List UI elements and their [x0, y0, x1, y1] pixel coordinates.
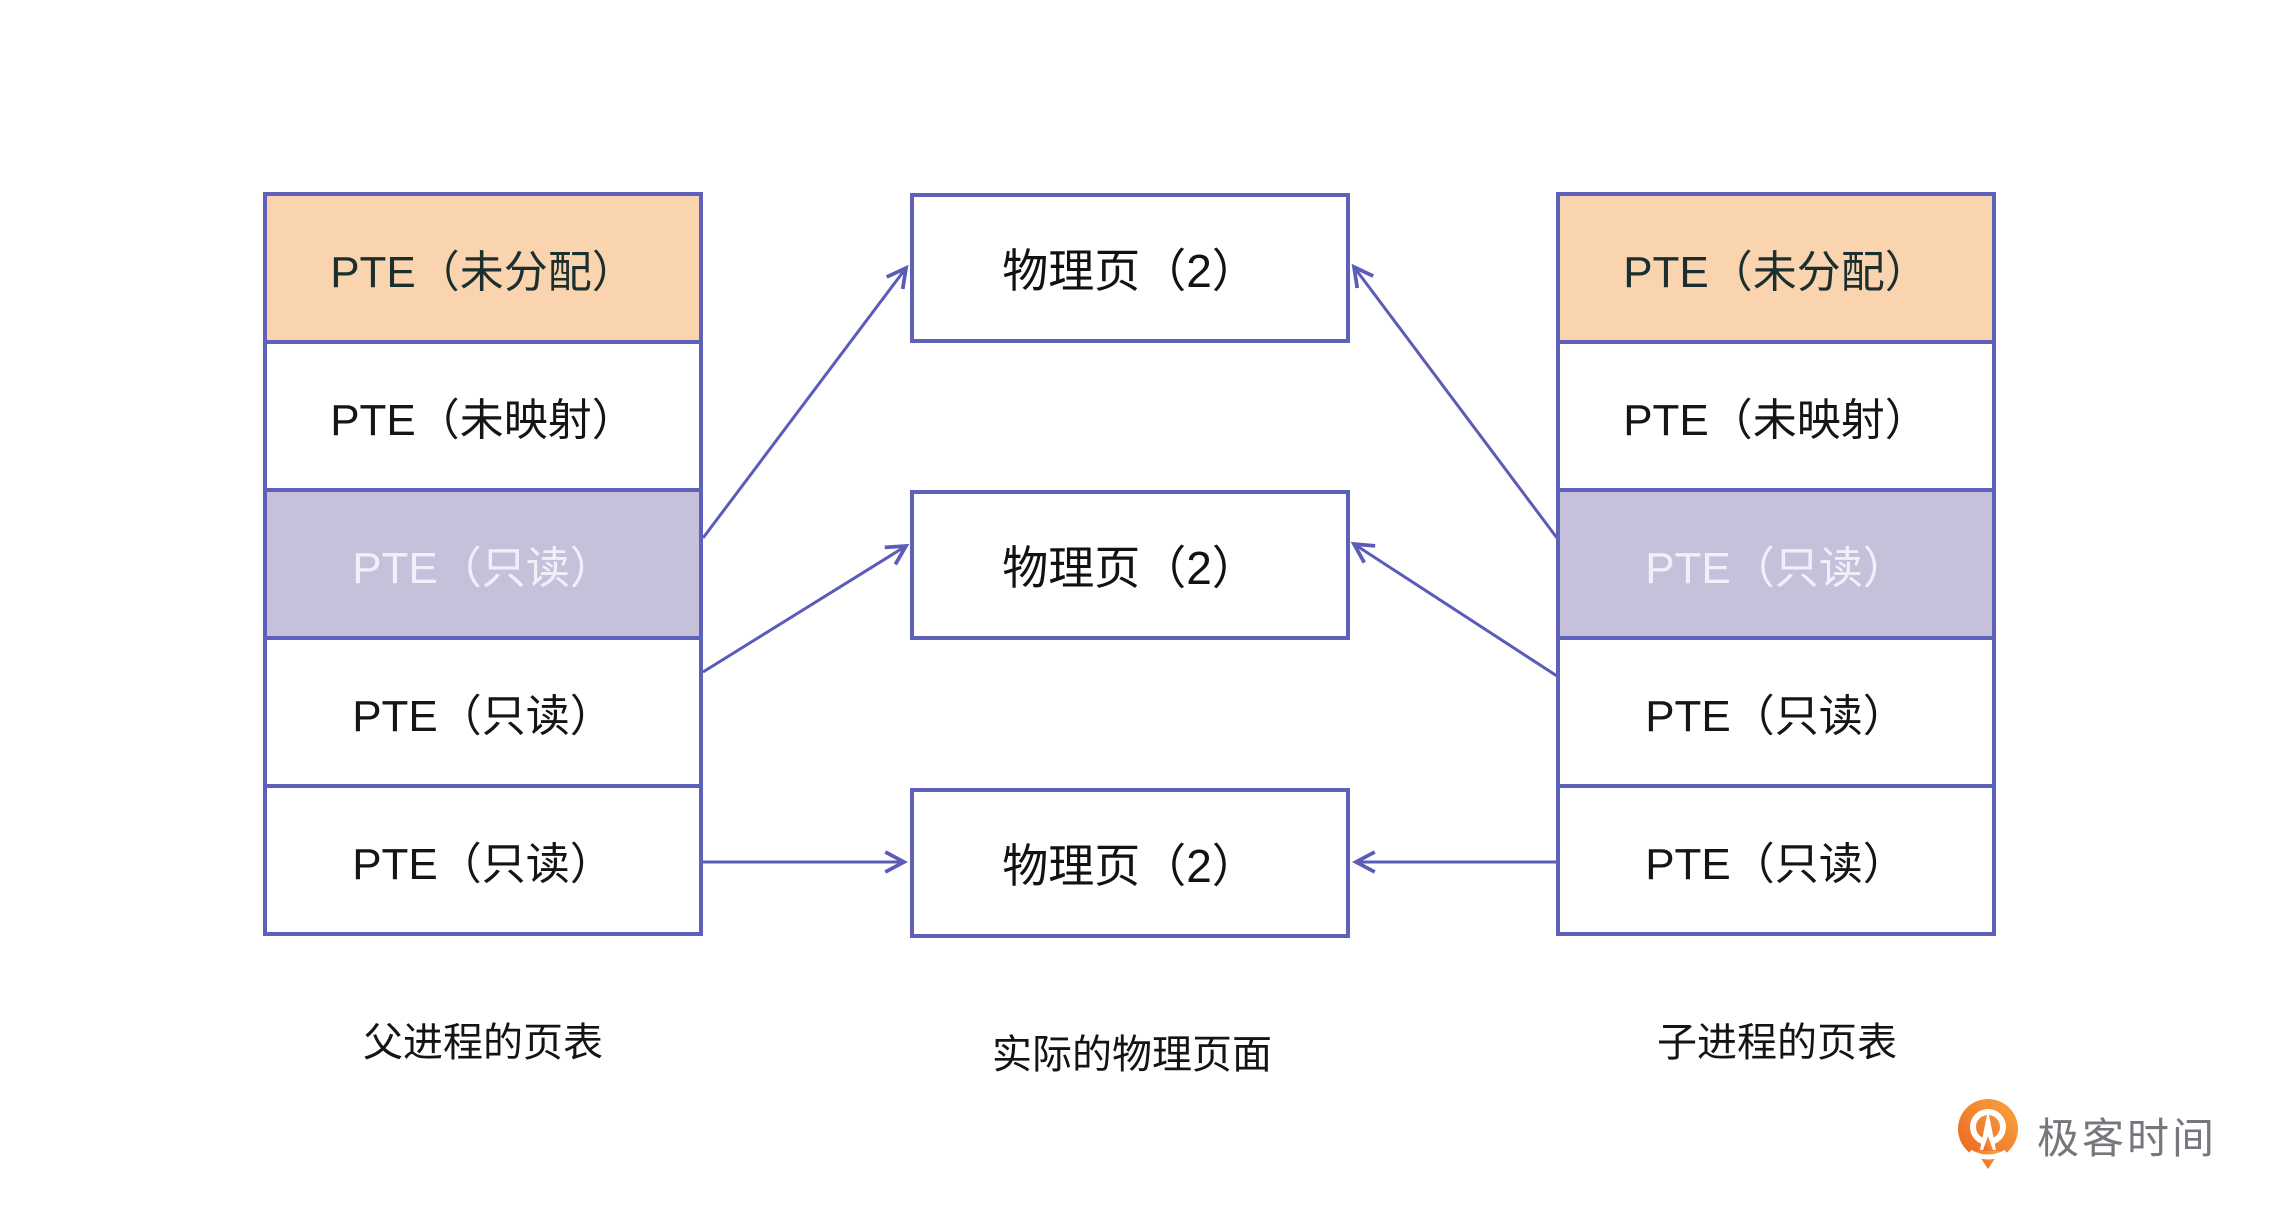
geektime-logo: 极客时间: [1955, 1098, 2217, 1172]
child-table-caption: 子进程的页表: [1657, 1021, 1897, 1065]
pte-row-readonly-shared: PTE（只读）: [267, 488, 699, 636]
pte-row-readonly-shared: PTE（只读）: [1560, 488, 1992, 636]
geektime-pin-icon: [1958, 1099, 2018, 1169]
pte-row-unallocated: PTE（未分配）: [1560, 196, 1992, 340]
pte-row-readonly: PTE（只读）: [1560, 636, 1992, 784]
parent-table-caption: 父进程的页表: [363, 1021, 603, 1065]
arrow-child-row3-to-page1: [1351, 263, 1559, 539]
pte-row-unmapped: PTE（未映射）: [1560, 340, 1992, 488]
child-page-table: PTE（未分配） PTE（未映射） PTE（只读） PTE（只读） PTE（只读…: [1556, 192, 1996, 936]
pte-row-unallocated: PTE（未分配）: [267, 196, 699, 340]
physical-page-box-3: 物理页（2）: [910, 788, 1350, 938]
arrow-parent-row3-to-page1: [701, 264, 909, 539]
arrow-parent-row4-to-page2: [702, 543, 910, 674]
parent-page-table: PTE（未分配） PTE（未映射） PTE（只读） PTE（只读） PTE（只读…: [263, 192, 703, 936]
physical-page-box-2: 物理页（2）: [910, 490, 1350, 640]
pte-row-readonly: PTE（只读）: [1560, 784, 1992, 932]
pte-row-readonly: PTE（只读）: [267, 636, 699, 784]
arrow-child-row4-to-page2: [1350, 541, 1558, 678]
physical-page-box-1: 物理页（2）: [910, 193, 1350, 343]
pte-row-readonly: PTE（只读）: [267, 784, 699, 932]
pte-row-unmapped: PTE（未映射）: [267, 340, 699, 488]
physical-pages-caption: 实际的物理页面: [992, 1033, 1272, 1077]
geektime-logo-text: 极客时间: [2037, 1114, 2218, 1162]
